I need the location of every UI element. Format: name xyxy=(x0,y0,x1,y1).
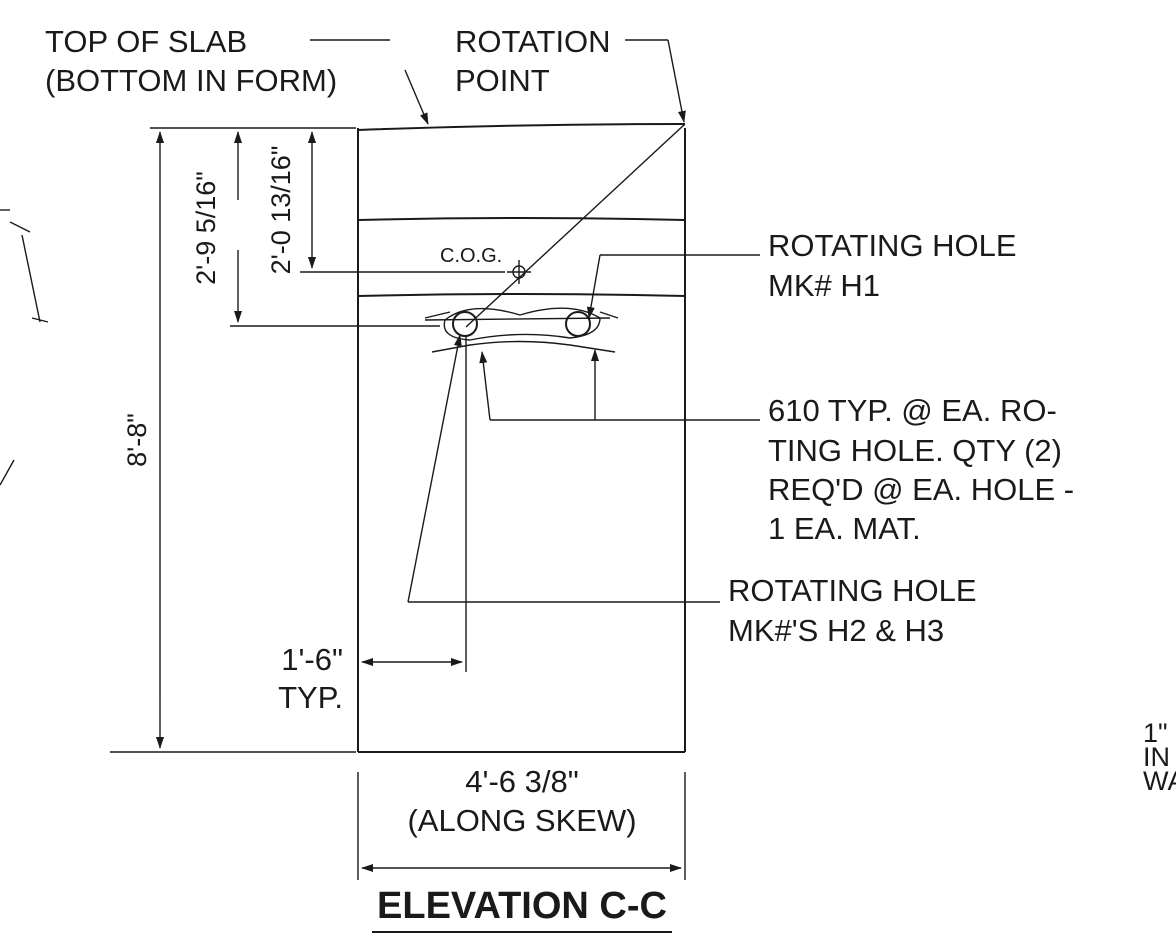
slab-outline xyxy=(357,123,686,753)
label-dim-hole-offset-note: TYP. xyxy=(278,680,343,715)
dim-hole-offset xyxy=(361,336,467,672)
label-hole-h23-2: MK#'S H2 & H3 xyxy=(728,613,944,648)
label-dim-hole-offset: 1'-6" xyxy=(281,642,343,677)
rotating-holes xyxy=(424,307,619,353)
rotation-line xyxy=(465,123,686,328)
label-note-1: 610 TYP. @ EA. RO- xyxy=(768,393,1057,428)
label-note-4: 1 EA. MAT. xyxy=(768,511,921,546)
label-dim-width-note: (ALONG SKEW) xyxy=(407,803,636,838)
label-cog: C.O.G. xyxy=(440,245,502,267)
label-rotation-1: ROTATION xyxy=(455,24,611,59)
partial-left-fragments xyxy=(0,209,49,486)
label-dim-width: 4'-6 3/8" xyxy=(465,764,578,799)
label-dim-to-hole: 2'-9 5/16" xyxy=(191,171,221,285)
label-dim-to-cog: 2'-0 13/16" xyxy=(266,146,296,275)
label-partial-right-3: WA xyxy=(1143,766,1176,796)
label-hole-h1-2: MK# H1 xyxy=(768,268,880,303)
drawing-title: ELEVATION C-C xyxy=(377,885,667,927)
label-note-2: TING HOLE. QTY (2) xyxy=(768,433,1062,468)
label-partial-right-1: 1" xyxy=(1143,718,1168,748)
leader-lines xyxy=(300,39,760,603)
label-note-3: REQ'D @ EA. HOLE - xyxy=(768,472,1074,507)
label-top-of-slab-2: (BOTTOM IN FORM) xyxy=(45,63,337,98)
label-partial-right-2: IN xyxy=(1143,742,1170,772)
label-hole-h1-1: ROTATING HOLE xyxy=(768,228,1017,263)
dim-total-height xyxy=(110,127,356,753)
cog-symbol xyxy=(507,260,531,284)
label-top-of-slab-1: TOP OF SLAB xyxy=(45,24,247,59)
label-rotation-2: POINT xyxy=(455,63,550,98)
dim-to-hole xyxy=(230,131,440,327)
dim-width xyxy=(357,772,686,880)
label-dim-total-height: 8'-8" xyxy=(122,413,152,467)
label-hole-h23-1: ROTATING HOLE xyxy=(728,573,977,608)
